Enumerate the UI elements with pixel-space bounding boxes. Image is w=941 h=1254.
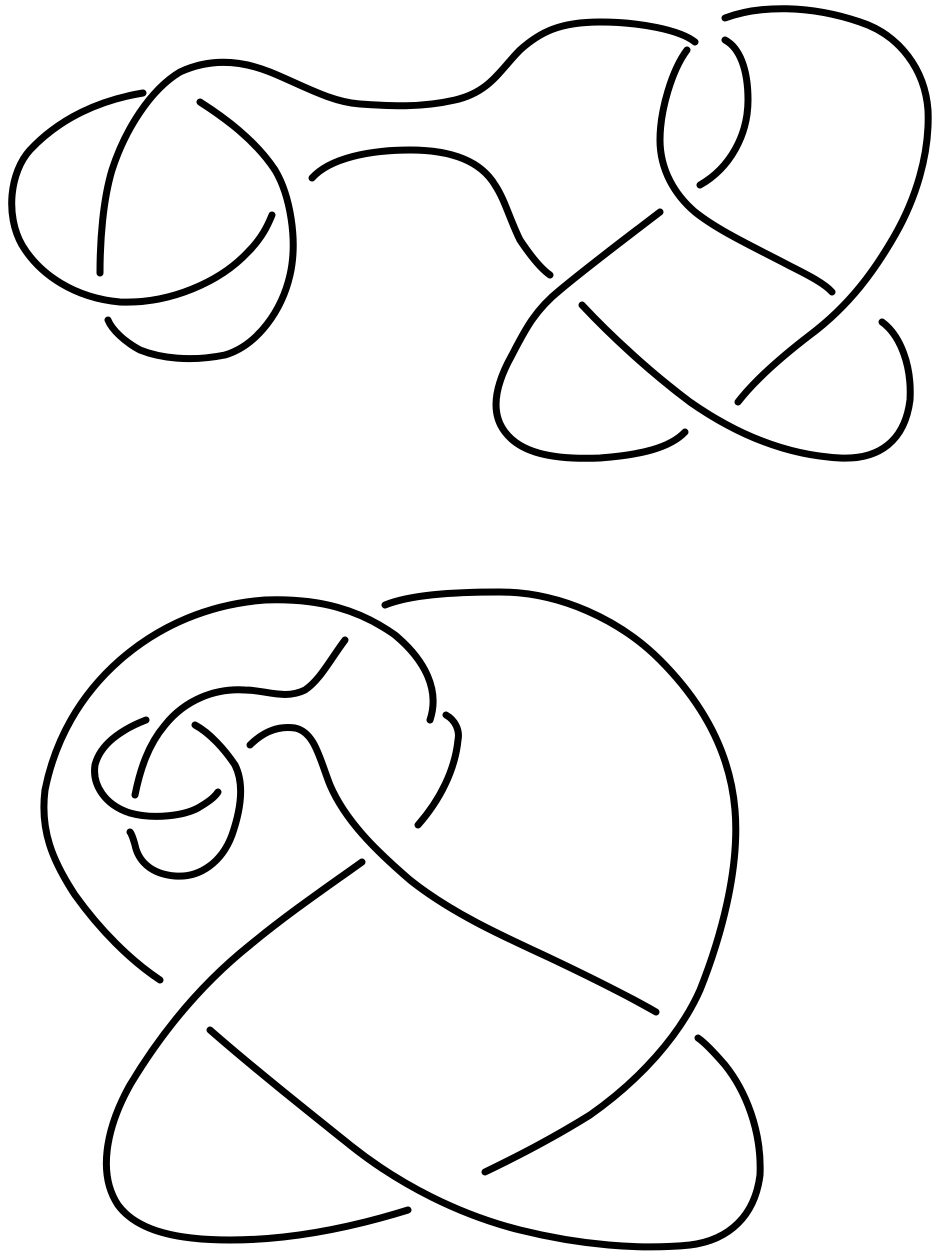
knot-diagrams-canvas (0, 0, 941, 1254)
